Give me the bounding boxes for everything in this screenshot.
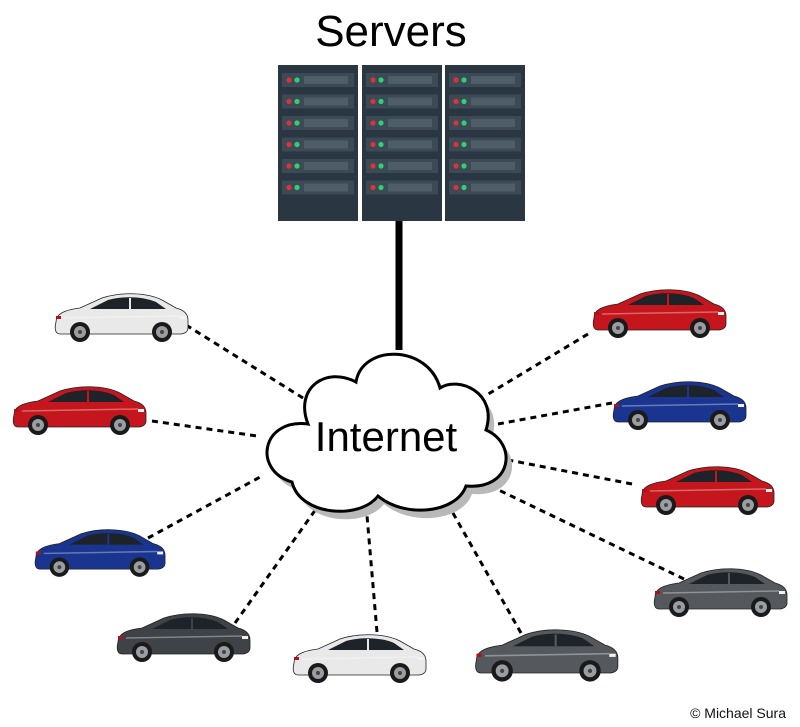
status-led-green bbox=[378, 77, 384, 83]
connection-line bbox=[481, 480, 685, 581]
status-led-red bbox=[370, 184, 376, 191]
server-rack-icon bbox=[445, 65, 525, 221]
status-led-red bbox=[453, 120, 459, 126]
connection-line bbox=[497, 401, 613, 426]
status-led-red bbox=[370, 77, 376, 83]
status-led-green bbox=[294, 120, 300, 126]
status-led-green bbox=[294, 98, 300, 105]
status-led-green bbox=[461, 163, 467, 169]
connection-line bbox=[151, 419, 258, 438]
car-red-right-top-icon bbox=[592, 289, 727, 338]
car-red-left-mid-icon bbox=[12, 386, 147, 435]
car-white-left-top-icon bbox=[54, 293, 189, 342]
status-led-red bbox=[370, 163, 376, 169]
status-led-red bbox=[453, 141, 459, 148]
status-led-green bbox=[461, 120, 467, 126]
car-dark-bottom-left-icon bbox=[116, 613, 251, 662]
status-led-red bbox=[453, 184, 459, 191]
car-gray-bottom-right-icon bbox=[475, 629, 619, 682]
status-led-red bbox=[453, 77, 459, 83]
status-led-green bbox=[294, 141, 300, 148]
status-led-red bbox=[286, 163, 292, 169]
connection-line bbox=[233, 494, 328, 624]
connection-line bbox=[484, 332, 589, 398]
status-led-green bbox=[294, 77, 300, 83]
car-white-bottom-center-icon bbox=[292, 634, 427, 683]
internet-label: Internet bbox=[314, 413, 458, 460]
connection-line bbox=[497, 456, 633, 486]
status-led-red bbox=[370, 98, 376, 105]
status-led-green bbox=[378, 141, 384, 148]
status-led-red bbox=[286, 184, 292, 191]
status-led-green bbox=[461, 184, 467, 191]
status-led-green bbox=[461, 141, 467, 148]
status-led-red bbox=[286, 77, 292, 83]
status-led-red bbox=[286, 141, 292, 148]
status-led-red bbox=[453, 98, 459, 105]
status-led-green bbox=[461, 77, 467, 83]
copyright-text: © Michael Sura bbox=[690, 705, 786, 721]
car-blue-left-lower-icon bbox=[34, 529, 166, 577]
server-rack-icon bbox=[362, 65, 442, 221]
status-led-green bbox=[461, 98, 467, 105]
status-led-green bbox=[294, 184, 300, 191]
status-led-red bbox=[286, 120, 292, 126]
car-red-right-lower-icon bbox=[640, 466, 775, 515]
server-racks-icon bbox=[278, 65, 525, 221]
status-led-red bbox=[453, 163, 459, 169]
internet-cloud-icon bbox=[265, 352, 513, 520]
status-led-green bbox=[378, 120, 384, 126]
connection-line bbox=[147, 474, 263, 540]
status-led-red bbox=[286, 98, 292, 105]
servers-title: Servers bbox=[315, 7, 467, 56]
status-led-green bbox=[378, 184, 384, 191]
cars bbox=[12, 289, 788, 683]
status-led-green bbox=[294, 163, 300, 169]
car-blue-right-mid-icon bbox=[612, 381, 747, 430]
status-led-green bbox=[378, 163, 384, 169]
server-rack-icon bbox=[278, 65, 358, 221]
status-led-green bbox=[378, 98, 384, 105]
connection-line bbox=[364, 503, 379, 633]
car-gray-right-bottom-icon bbox=[653, 568, 788, 617]
connection-line bbox=[185, 323, 304, 400]
status-led-red bbox=[370, 141, 376, 148]
status-led-red bbox=[370, 120, 376, 126]
connection-line bbox=[443, 498, 523, 634]
connections bbox=[147, 323, 685, 634]
